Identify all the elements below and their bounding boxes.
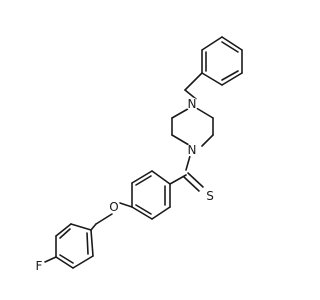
bond [55,256,74,269]
bond [184,72,203,91]
bond [70,223,92,231]
bond [72,255,94,269]
bond [169,174,187,185]
bond [95,213,113,225]
atom-o: O [107,200,121,214]
aromatic-inner-bond [59,254,74,264]
atom-label-layer: N N S O F [32,97,217,273]
double-bond [187,172,204,188]
atom-label-o: O [109,200,118,214]
bond-layer [44,36,243,269]
bond [221,36,243,51]
aromatic-inner-bond [221,41,239,53]
aromatic-inner-bond [221,70,239,81]
atom-f: F [32,259,46,273]
aromatic-inner-bond [59,228,71,239]
bond [55,223,72,237]
bond [151,206,171,220]
bond [119,202,133,208]
atom-label-f: F [36,259,43,273]
atom-label-n2: N [188,143,197,157]
bond [90,229,94,257]
atom-n2: N [185,143,199,157]
aromatic-inner-bond [135,175,152,186]
bond [90,223,97,231]
atom-label-s: S [206,189,214,203]
atom-label-n1: N [188,97,197,111]
aromatic-inner-bond [86,232,89,255]
molecule-structure-diagram: N N S O F [32,36,243,273]
atom-n1: N [185,97,199,111]
bond [185,155,191,171]
bond [131,170,153,184]
bond [201,72,223,86]
atom-s: S [203,189,217,203]
bond [151,170,171,185]
bond [184,89,197,100]
double-bond [183,176,200,192]
bond [201,36,223,51]
aromatic-inner-bond [135,204,152,215]
bond [44,256,57,263]
bond [131,206,153,220]
bond [221,72,243,86]
bond [201,134,214,147]
